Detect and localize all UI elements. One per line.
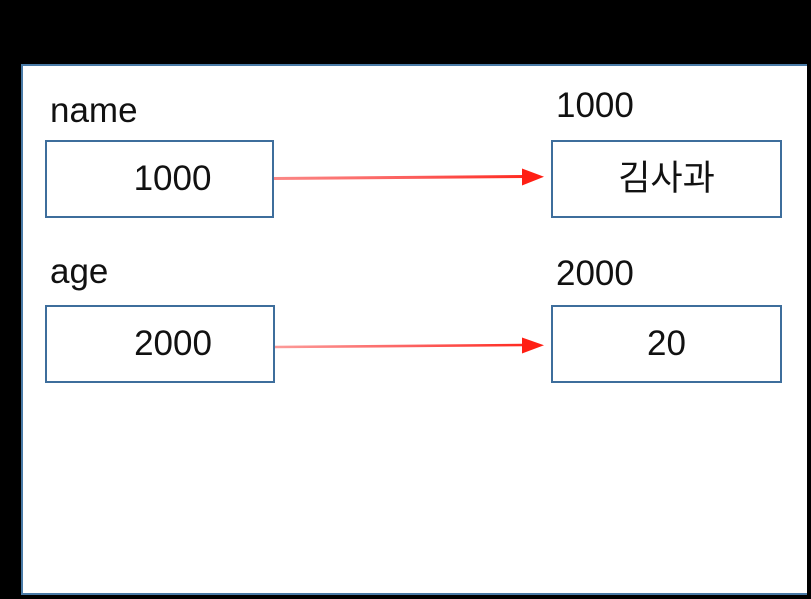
variable-label-age: age [50,252,109,291]
pointer-arrow-age [274,337,544,354]
address-label-1000: 1000 [556,86,634,125]
address-label-2000: 2000 [556,254,634,293]
slide-content-panel: name 1000 1000 김사과 age 2000 2000 [21,64,807,595]
value-box-2000[interactable]: 20 [551,305,782,383]
value-box-2000-value: 20 [647,323,686,363]
pointer-box-age[interactable]: 2000 [45,305,275,383]
pointer-box-age-value: 2000 [134,323,212,363]
pointer-arrow-name [273,168,544,186]
pointer-box-name[interactable]: 1000 [45,140,274,218]
variable-label-name: name [50,91,138,130]
value-box-1000[interactable]: 김사과 [551,140,782,218]
value-box-1000-value: 김사과 [618,158,715,198]
pointer-box-name-value: 1000 [133,158,212,198]
